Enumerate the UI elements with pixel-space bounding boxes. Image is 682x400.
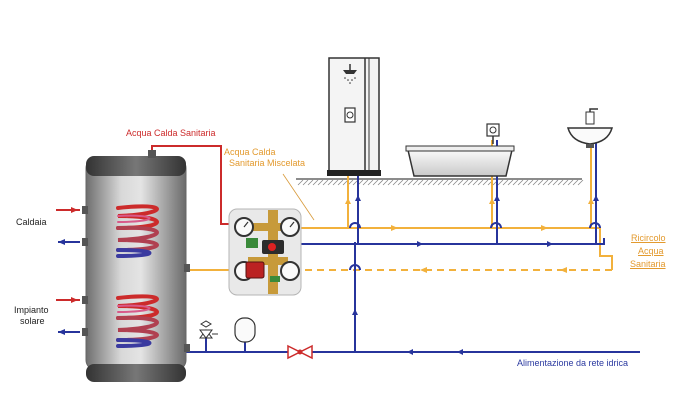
label-alimentazione: Alimentazione da rete idrica <box>517 358 629 368</box>
solar-connection-arrows <box>56 297 80 335</box>
label-impianto-solare-line1: Impianto <box>14 305 49 315</box>
check-valve-icon <box>287 344 313 360</box>
label-impianto-solare-line2: solare <box>20 316 45 326</box>
washbasin-icon <box>567 108 613 148</box>
label-ricircolo-line1: Ricircolo <box>631 233 666 243</box>
label-ricircolo-line3: Sanitaria <box>630 259 666 269</box>
label-acqua-calda-miscelata-line1: Acqua Calda <box>224 147 276 157</box>
label-caldaia: Caldaia <box>16 217 47 227</box>
expansion-vessel-icon <box>234 317 256 343</box>
safety-valve-icon <box>199 320 218 339</box>
cold-water-pipes <box>172 110 640 353</box>
shower-icon <box>327 57 381 176</box>
label-ricircolo-line2: Acqua <box>638 246 664 256</box>
hot-water-pipe <box>151 145 236 225</box>
hot-water-tank-icon <box>82 150 190 382</box>
ground-line <box>296 178 584 186</box>
flow-arrows <box>352 195 599 355</box>
boiler-connection-arrows <box>56 207 80 245</box>
mixing-station-icon <box>228 208 302 296</box>
boiler-coil-icon <box>116 204 159 258</box>
bathtub-icon <box>405 123 515 177</box>
solar-coil-icon <box>116 294 159 348</box>
label-acqua-calda-sanitaria: Acqua Calda Sanitaria <box>126 128 216 138</box>
label-acqua-calda-miscelata-line2: Sanitaria Miscelata <box>229 158 306 168</box>
